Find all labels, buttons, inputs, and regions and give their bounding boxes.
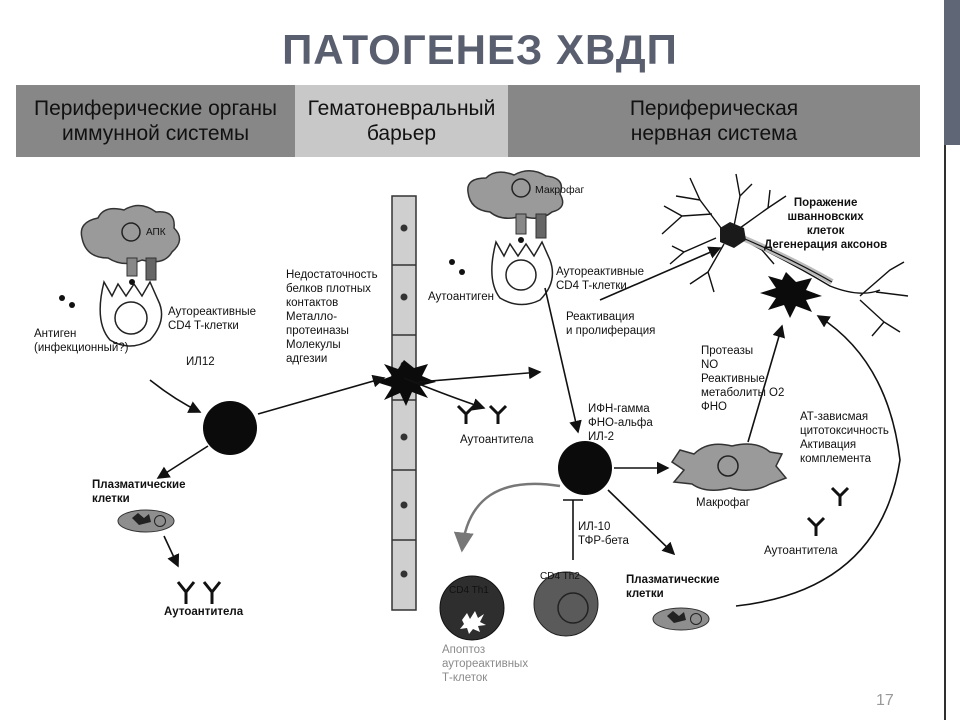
activated-t-cell-right <box>558 441 612 495</box>
at-dependent-label: АТ-зависмая цитотоксичность Активация ко… <box>800 411 889 465</box>
apc-cloud <box>80 204 181 281</box>
antibodies-left-icon <box>176 581 222 604</box>
macrophage-top <box>467 170 564 239</box>
barrier-breach-starburst <box>376 360 436 406</box>
th1-cell <box>439 575 505 641</box>
header-barrier-text: Гематоневральный барьер <box>307 97 496 145</box>
plasma-cell-left <box>117 509 175 533</box>
antigen-dots-left <box>59 295 75 308</box>
th1-label: CD4 Th1 <box>449 585 489 596</box>
header-immune-organs-text: Периферические органы иммунной системы <box>33 97 278 145</box>
th2-label: CD4 Th2 <box>540 571 580 582</box>
slide-edge-line <box>944 145 960 720</box>
antibodies-right-icon <box>806 486 850 536</box>
damage-label: Поражение шванновских клеток Дегенерация… <box>764 197 888 251</box>
autoreactive-right-label: Аутореактивные CD4 T-клетки <box>556 266 644 292</box>
antibodies-right-label: Аутоантитела <box>764 545 838 557</box>
macrophage-top-label: Макрофаг <box>535 184 585 196</box>
autoantigen-label: Аутоантиген <box>428 291 494 303</box>
th1-feedback-arrow <box>453 482 561 553</box>
blood-nerve-barrier-wall <box>391 195 417 611</box>
plasma-right-label: Плазматические клетки <box>626 574 720 600</box>
autoreactive-left-label: Аутореактивные CD4 T-клетки <box>168 306 256 332</box>
neuron-icon <box>661 173 909 337</box>
proteases-label: Протеазы NO Реактивные метаболиты O2 ФНО <box>701 345 785 413</box>
t-cell-left <box>99 279 163 347</box>
apoptosis-label: Апоптоз аутореактивных Т-клеток <box>442 644 529 684</box>
autoantigen-dots <box>449 259 465 275</box>
il12-label: ИЛ12 <box>186 356 215 368</box>
macrophage-bottom-label: Макрофаг <box>696 497 750 509</box>
antibodies-left-label: Аутоантитела <box>164 606 244 618</box>
antibodies-mid-label: Аутоантитела <box>460 434 534 446</box>
slide-title: ПАТОГЕНЕЗ ХВДП <box>282 26 678 73</box>
plasma-cell-right <box>652 607 710 631</box>
header-peripheral-nervous-system: Периферическая нервная система <box>508 85 920 157</box>
plasma-left-label: Плазматические клетки <box>92 479 186 505</box>
macrophage-bottom <box>670 443 788 491</box>
header-blood-nerve-barrier: Гематоневральный барьер <box>295 85 508 157</box>
flow-arrows <box>149 246 901 607</box>
antigen-label: Антиген (инфекционный?) <box>34 328 129 354</box>
page-number: 17 <box>876 692 894 709</box>
il10-label: ИЛ-10 ТФР-бета <box>578 521 629 547</box>
header-pns-text: Периферическая нервная система <box>629 97 799 145</box>
antibodies-mid-icon <box>456 404 508 424</box>
apk-label: АПК <box>146 227 166 238</box>
activated-t-cell-left <box>203 401 257 455</box>
t-cell-right <box>491 237 554 306</box>
header-immune-organs: Периферические органы иммунной системы <box>16 85 295 157</box>
cytokines-label: ИФН-гамма ФНО-альфа ИЛ-2 <box>588 403 653 443</box>
th2-cell <box>533 571 599 637</box>
slide-accent-bar <box>944 0 960 145</box>
reactivation-label: Реактивация и пролиферация <box>566 311 656 337</box>
nerve-damage-starburst <box>760 272 822 318</box>
neuron-body <box>720 222 746 248</box>
barrier-factors-label: Недостаточность белков плотных контактов… <box>286 269 378 365</box>
